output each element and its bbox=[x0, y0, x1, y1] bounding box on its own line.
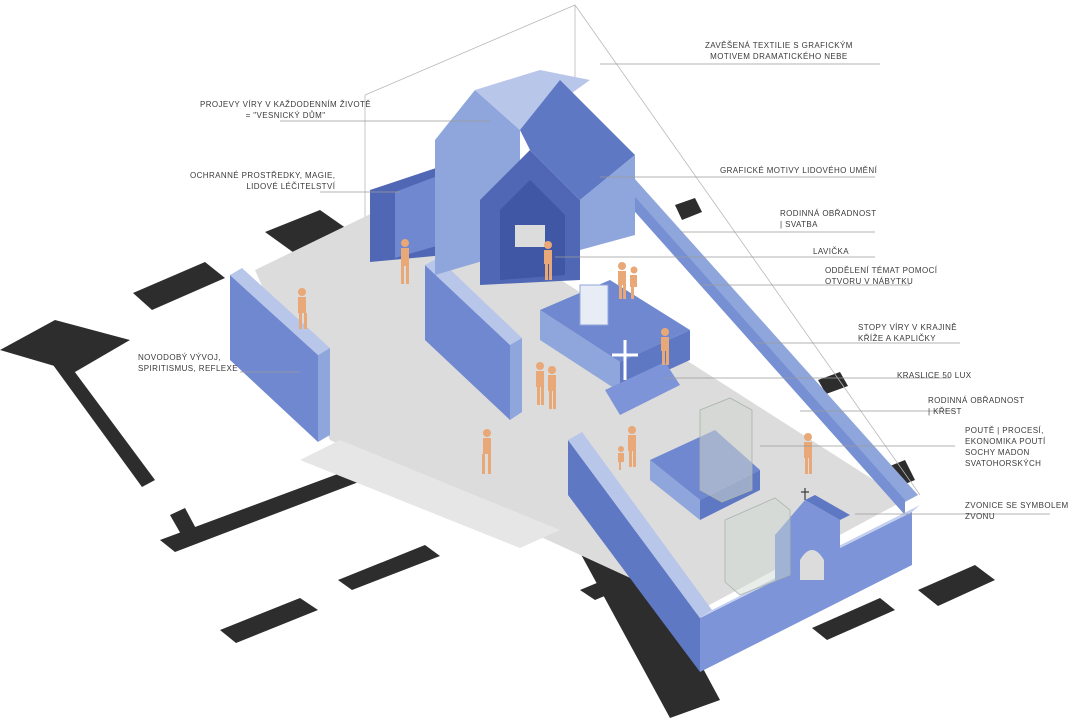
visitor-figure bbox=[804, 433, 812, 474]
label-line: OTVORU V NÁBYTKU bbox=[825, 277, 914, 286]
label-line: NOVODOBÝ VÝVOJ, bbox=[138, 353, 221, 362]
visitor-figure bbox=[630, 266, 638, 299]
visitor-figure bbox=[618, 446, 624, 470]
label-line: POUTĚ | PROCESÍ, bbox=[965, 426, 1044, 435]
label-line: LAVIČKA bbox=[813, 247, 849, 256]
label-easter-eggs: KRASLICE 50 LUX bbox=[897, 370, 971, 381]
label-line: KRASLICE 50 LUX bbox=[897, 371, 972, 380]
visitor-figure bbox=[536, 362, 544, 405]
label-family-ritual-wedding: RODINNÁ OBŘADNOST | SVATBA bbox=[780, 208, 877, 230]
label-modern-development: NOVODOBÝ VÝVOJ, SPIRITISMUS, REFLEXE bbox=[138, 352, 238, 374]
label-protective-means: OCHRANNÉ PROSTŘEDKY, MAGIE, LIDOVÉ LÉČIT… bbox=[190, 170, 335, 192]
label-line: OCHRANNÉ PROSTŘEDKY, MAGIE, bbox=[190, 171, 336, 180]
back-wall bbox=[610, 168, 918, 502]
visitor-figure bbox=[628, 426, 636, 467]
label-line: ZVONU bbox=[965, 512, 995, 521]
front-wall-face bbox=[568, 440, 700, 672]
entrance-floor bbox=[300, 440, 560, 548]
visitor-figure bbox=[548, 366, 556, 409]
label-belfry: ZVONICE SE SYMBOLEM ZVONU bbox=[965, 500, 1069, 522]
left-wall-top bbox=[230, 268, 330, 355]
visitor-figure bbox=[661, 328, 669, 365]
label-family-ritual-baptism: RODINNÁ OBŘADNOST | KŘEST bbox=[928, 395, 1025, 417]
label-hanging-textile: ZAVĚŠENÁ TEXTILIE S GRAFICKÝM MOTIVEM DR… bbox=[705, 40, 853, 62]
left-wall-end bbox=[318, 348, 330, 442]
label-line: PROJEVY VÍRY V KAŽDODENNÍM ŽIVOTĚ bbox=[200, 100, 372, 109]
visitor-figure bbox=[618, 262, 626, 299]
label-line: KŘÍŽE A KAPLIČKY bbox=[858, 334, 936, 343]
belfry bbox=[724, 488, 850, 596]
label-theme-separation: ODDĚLENÍ TÉMAT POMOCÍ OTVORU V NÁBYTKU bbox=[825, 265, 937, 287]
pilgrimage-island bbox=[650, 397, 760, 520]
label-line: = "VESNICKÝ DŮM" bbox=[245, 111, 326, 120]
visitor-figure bbox=[482, 429, 491, 474]
front-wall-top bbox=[568, 432, 712, 618]
visitor-figure bbox=[544, 241, 552, 280]
label-line: SPIRITISMUS, REFLEXE bbox=[138, 364, 239, 373]
left-wall-face bbox=[230, 275, 318, 442]
center-wall-end bbox=[510, 338, 522, 420]
label-line: EKONOMIKA POUTÍ bbox=[965, 437, 1046, 446]
label-line: GRAFICKÉ MOTIVY LIDOVÉHO UMĚNÍ bbox=[720, 166, 878, 175]
label-line: | SVATBA bbox=[780, 220, 818, 229]
altar-island bbox=[540, 280, 690, 415]
center-wall-top bbox=[425, 258, 522, 345]
visitor-figure bbox=[298, 288, 307, 329]
label-line: LIDOVÉ LÉČITELSTVÍ bbox=[246, 182, 336, 191]
visitor-figures bbox=[298, 239, 812, 474]
label-line: STOPY VÍRY V KRAJINĚ bbox=[858, 323, 957, 332]
village-house bbox=[370, 70, 635, 285]
front-wall-side bbox=[700, 512, 912, 672]
center-wall-face bbox=[425, 265, 510, 420]
label-line: SOCHY MADON bbox=[965, 448, 1030, 457]
label-bench: LAVIČKA bbox=[813, 246, 849, 257]
label-faith-traces: STOPY VÍRY V KRAJINĚ KŘÍŽE A KAPLIČKY bbox=[858, 322, 957, 344]
label-faith-daily-life: PROJEVY VÍRY V KAŽDODENNÍM ŽIVOTĚ = "VES… bbox=[200, 99, 371, 121]
label-line: MOTIVEM DRAMATICKÉHO NEBE bbox=[710, 52, 848, 61]
label-line: | KŘEST bbox=[928, 407, 962, 416]
label-line: RODINNÁ OBŘADNOST bbox=[928, 396, 1025, 405]
back-wall-inner bbox=[620, 180, 905, 515]
label-pilgrimage: POUTĚ | PROCESÍ, EKONOMIKA POUTÍ SOCHY M… bbox=[965, 425, 1046, 469]
label-line: RODINNÁ OBŘADNOST bbox=[780, 209, 877, 218]
annotation-leaders bbox=[240, 63, 1050, 515]
label-line: SVATOHORSKÝCH bbox=[965, 459, 1042, 468]
label-line: ZVONICE SE SYMBOLEM bbox=[965, 501, 1069, 510]
hall-floor bbox=[255, 190, 905, 610]
label-line: ODDĚLENÍ TÉMAT POMOCÍ bbox=[825, 266, 938, 275]
visitor-figure bbox=[401, 239, 409, 284]
label-line: ZAVĚŠENÁ TEXTILIE S GRAFICKÝM bbox=[705, 41, 853, 50]
label-folk-art-motifs: GRAFICKÉ MOTIVY LIDOVÉHO UMĚNÍ bbox=[720, 165, 877, 176]
